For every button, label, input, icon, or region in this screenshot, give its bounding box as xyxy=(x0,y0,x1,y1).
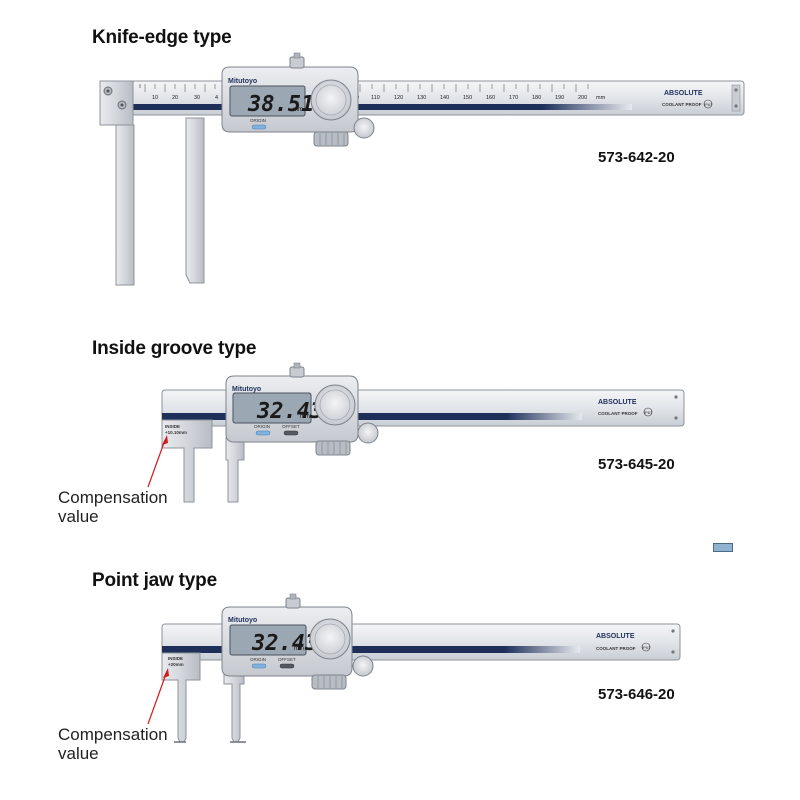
lcd-display xyxy=(229,624,307,656)
dial-knob xyxy=(309,618,351,660)
section-title-inside-groove: Inside groove type xyxy=(92,338,257,359)
scale-tick-label: 10 xyxy=(152,95,158,101)
scale-tick-label: 160 xyxy=(486,95,495,101)
lcd-reading: 32.43 xyxy=(256,399,323,424)
scale-tick-label: 150 xyxy=(463,95,472,101)
compensation-tag: INSIDE +10.10mm xyxy=(165,424,187,435)
dial-knob xyxy=(314,384,356,426)
lcd-reading: 38.51 xyxy=(247,92,314,117)
absolute-label: ABSOLUTE xyxy=(598,399,637,406)
scale-tick-label: 190 xyxy=(555,95,564,101)
scale-tick-label: 110 xyxy=(371,95,380,101)
scale-tick-label: 140 xyxy=(440,95,449,101)
lcd-unit: mm xyxy=(294,646,304,652)
origin-button xyxy=(255,430,271,436)
color-chip xyxy=(713,543,733,552)
locking-knob xyxy=(353,117,375,139)
thumb-roller xyxy=(315,440,351,456)
brand-logo: Mitutoyo xyxy=(228,617,257,624)
ip-label: IP67 xyxy=(642,645,651,650)
svg-text:+20mm: +20mm xyxy=(168,662,184,667)
svg-text:INSIDE: INSIDE xyxy=(165,424,180,429)
brand-logo: Mitutoyo xyxy=(228,78,257,85)
offset-button xyxy=(279,663,295,669)
lcd-display xyxy=(232,392,312,424)
scale-tick-label: 4 xyxy=(215,95,218,101)
locking-knob xyxy=(352,655,374,677)
scale-tick-label: 170 xyxy=(509,95,518,101)
ip67-icon xyxy=(641,642,651,652)
origin-button-label: ORIGIN xyxy=(250,118,266,123)
section-title-point-jaw: Point jaw type xyxy=(92,570,217,591)
scale-tick-label: mm xyxy=(596,95,606,101)
ip-label: IP67 xyxy=(644,410,653,415)
compensation-tag: INSIDE +20mm xyxy=(168,656,184,667)
ip67-icon xyxy=(703,99,713,109)
compensation-arrow xyxy=(147,673,167,725)
scale-tick-label: 20 xyxy=(172,95,178,101)
absolute-label: ABSOLUTE xyxy=(664,90,703,97)
locking-knob xyxy=(357,422,379,444)
scale-tick-label: 120 xyxy=(394,95,403,101)
scale-tick-label: 30 xyxy=(194,95,200,101)
compensation-arrow xyxy=(147,439,166,488)
thumb-roller xyxy=(311,674,347,690)
lcd-reading: 32.43 xyxy=(251,631,318,656)
model-number-knife-edge: 573-642-20 xyxy=(598,149,675,166)
origin-button xyxy=(251,663,267,669)
ip-label: IP67 xyxy=(704,102,713,107)
scale-tick-label: 200 xyxy=(578,95,587,101)
coolant-proof-label: COOLANT PROOF xyxy=(596,646,636,651)
brand-logo: Mitutoyo xyxy=(232,386,261,393)
svg-text:INSIDE: INSIDE xyxy=(168,656,183,661)
origin-button-label: ORIGIN xyxy=(254,424,270,429)
compensation-label-point-jaw: Compensation value xyxy=(58,725,168,763)
offset-button-label: OFFSET xyxy=(282,424,300,429)
arrow-head-icon xyxy=(163,668,169,678)
offset-button-label: OFFSET xyxy=(278,657,296,662)
svg-text:+10.10mm: +10.10mm xyxy=(165,430,187,435)
offset-button xyxy=(283,430,299,436)
dial-knob xyxy=(310,79,352,121)
lcd-display xyxy=(229,85,306,117)
thumb-roller xyxy=(313,131,349,147)
model-number-point-jaw: 573-646-20 xyxy=(598,686,675,703)
origin-button-label: ORIGIN xyxy=(250,657,266,662)
origin-button xyxy=(251,124,267,130)
lcd-unit: mm xyxy=(300,414,310,420)
scale-tick-label: 130 xyxy=(417,95,426,101)
absolute-label: ABSOLUTE xyxy=(596,633,635,640)
coolant-proof-label: COOLANT PROOF xyxy=(598,411,638,416)
scale-tick-label: 180 xyxy=(532,95,541,101)
section-title-knife-edge: Knife-edge type xyxy=(92,27,232,48)
arrow-head-icon xyxy=(162,435,168,445)
model-number-inside-groove: 573-645-20 xyxy=(598,456,675,473)
lcd-unit: mm xyxy=(293,107,303,113)
compensation-label-inside-groove: Compensation value xyxy=(58,488,168,526)
ip67-icon xyxy=(643,407,653,417)
beam-scale: 10 20 30 4 0 110 120 130 140 150 160 170… xyxy=(152,95,606,101)
coolant-proof-label: COOLANT PROOF xyxy=(662,102,702,107)
